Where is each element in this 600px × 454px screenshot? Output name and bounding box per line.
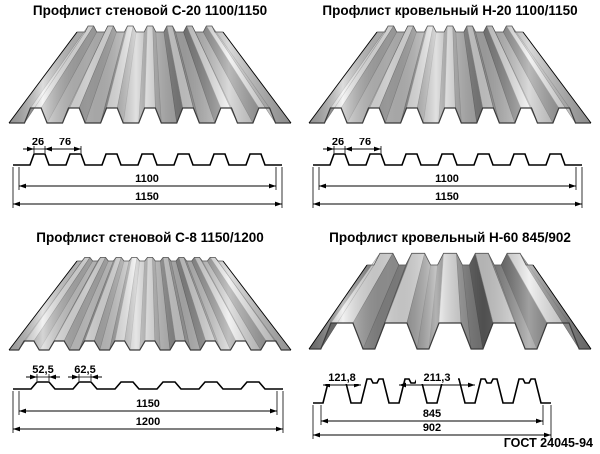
panel-h60: Профлист кровельный Н-60 845/902 121,8 21… [300,227,600,454]
sheet-3d-render-c20 [8,25,292,124]
dim-rib-pitch: 62,5 [74,365,95,376]
gost-standard-label: ГОСТ 24045-94 [504,436,593,449]
panel-c20: Профлист стеновой С-20 1100/1150 26 76 110… [0,0,300,227]
cross-section-drawing-c8: 52,5 62,5 1150 1200 [12,365,284,433]
dim-working-width: 845 [423,408,441,420]
dim-rib-pitch: 76 [359,138,371,148]
dim-working-width: 1100 [135,173,159,185]
dim-working-width: 1100 [435,173,459,185]
panel-h20: Профлист кровельный Н-20 1100/1150 26 76 1… [300,0,600,227]
sheet-3d-render-h20 [308,25,592,124]
panel-title-h60: Профлист кровельный Н-60 845/902 [329,230,571,245]
dim-rib-top: 52,5 [32,365,53,376]
dim-rib-top: 121,8 [328,372,356,384]
sheet-3d-render-h60 [308,252,592,350]
dim-rib-top: 26 [332,138,344,148]
dim-overall-width: 1200 [136,416,160,428]
dim-rib-pitch: 211,3 [424,372,451,384]
dim-overall-width: 1150 [435,191,459,203]
dim-overall-width: 1150 [135,191,159,203]
dim-rib-pitch: 76 [59,138,71,148]
dim-rib-top: 26 [32,138,44,148]
dim-working-width: 1150 [136,398,160,410]
cross-section-drawing-c20: 26 76 1100 1150 [12,138,283,208]
panel-title-h20: Профлист кровельный Н-20 1100/1150 [322,3,578,18]
panel-title-c8: Профлист стеновой С-8 1150/1200 [36,230,264,245]
cross-section-drawing-h20: 26 76 1100 1150 [312,138,583,208]
panel-title-c20: Профлист стеновой С-20 1100/1150 [32,3,268,18]
sheet-3d-render-c8 [8,256,292,351]
panel-c8: Профлист стеновой С-8 1150/1200 52,5 62,5… [0,227,300,454]
dim-overall-width: 902 [423,422,441,434]
